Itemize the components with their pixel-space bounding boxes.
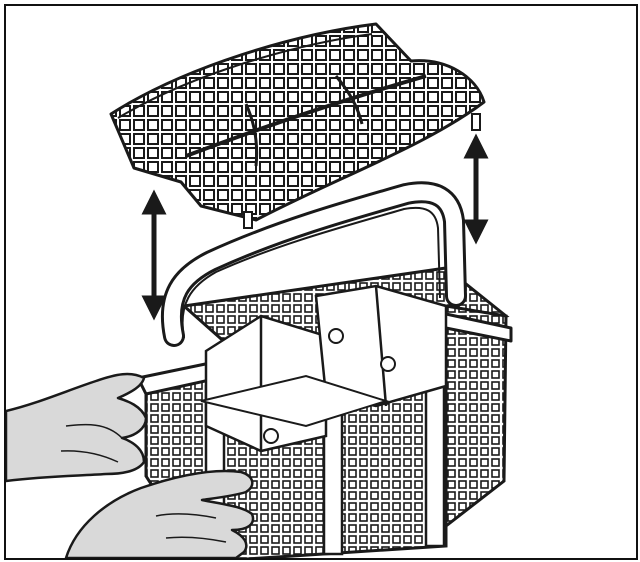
hand-icon bbox=[6, 372, 148, 483]
basket-lid bbox=[109, 22, 486, 229]
hand-icon bbox=[64, 469, 255, 558]
illustration-frame bbox=[4, 4, 638, 560]
lid-peg bbox=[471, 113, 481, 131]
cutlery-basket-illustration bbox=[6, 22, 513, 558]
cutlery-basket bbox=[136, 181, 513, 558]
lid-peg bbox=[243, 211, 253, 229]
